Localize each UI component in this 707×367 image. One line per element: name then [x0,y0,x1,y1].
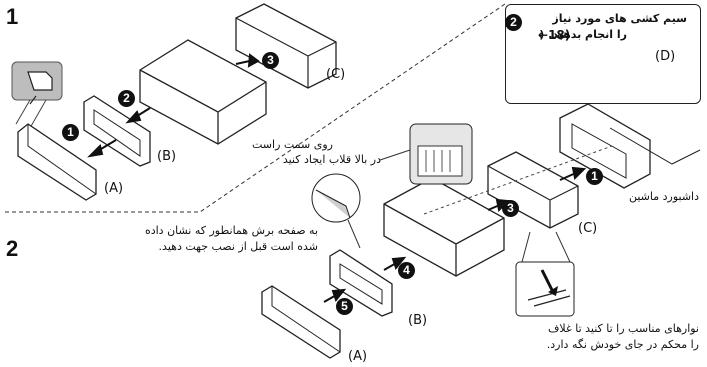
faceplate-a [17,123,97,201]
badge-2-4: 4 [398,262,415,279]
wiring-text-line1: سیم کشی های مورد نیاز [552,12,687,25]
label-c-2: (C) [578,221,598,236]
wiring-badge: 2 [505,14,522,31]
dashboard-bracket [559,103,701,189]
wiring-text-line2: را انجام بدهید. ( [539,28,627,41]
sleeve-c-2 [487,151,579,229]
arrows-step1 [87,53,260,158]
badge-3: 3 [262,52,279,69]
trim-text-line1: به صفحه برش همانطور که نشان داده [144,224,318,237]
trim-text-line2: شده است قبل از نصب جهت دهید. [158,240,318,253]
label-b: (B) [157,149,177,164]
step-number-1: 1 [6,4,19,29]
step-number-2: 2 [6,236,19,261]
tab-bend-callout [515,231,575,317]
sleeve-c [235,3,337,89]
label-a: (A) [104,181,124,196]
section-divider [5,3,506,213]
trim-orientation-callout [311,173,361,249]
wiring-note-box [505,4,701,104]
hook-text-line1: روی سمت راست [252,138,333,151]
badge-2-3: 3 [502,200,519,217]
label-b-2: (B) [408,313,428,328]
tabs-text-line2: را محکم در جای خودش نگه دارد. [546,338,699,351]
hook-detail-callout [379,123,473,185]
faceplate-a-2 [261,285,341,359]
label-a-2: (A) [348,349,368,364]
detach-button-callout [11,61,63,129]
badge-2-1: 1 [586,168,603,185]
badge-2: 2 [118,90,135,107]
dashboard-label: داشبورد ماشین [628,190,699,203]
badge-2-5: 5 [336,298,353,315]
main-unit [139,39,267,145]
tabs-text-line1: نوارهای مناسب را تا کنید تا غلاف [548,322,699,335]
badge-1: 1 [62,124,79,141]
trim-plate-b [83,95,151,167]
trim-plate-b-2 [329,249,393,317]
label-d: (D) [655,49,676,64]
hook-text-line2: در بالا قلاب ایجاد کنید [282,153,381,166]
label-c: (C) [326,67,346,82]
wiring-ref: ←18) [538,28,571,42]
